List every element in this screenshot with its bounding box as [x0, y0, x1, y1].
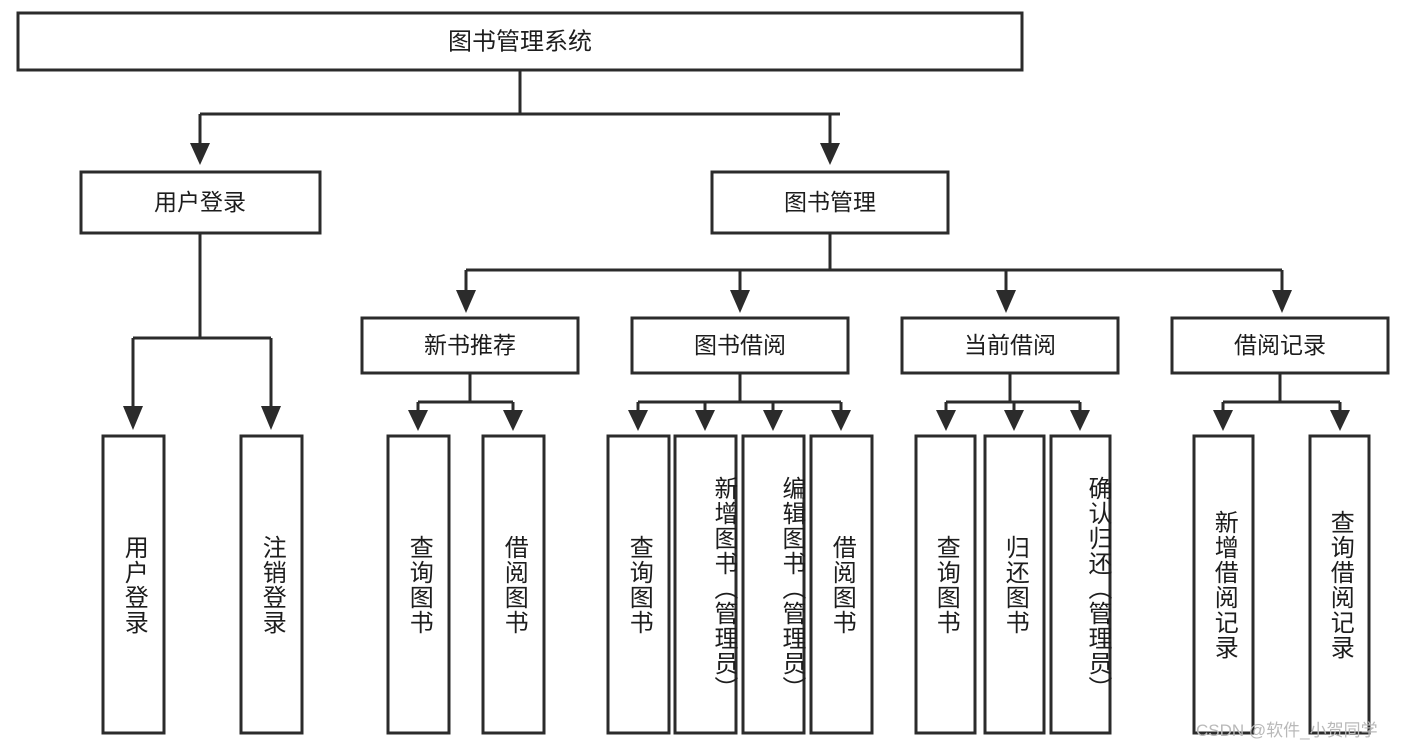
node-book-borrow-box[interactable]	[630, 316, 850, 375]
arrowhead-l3-4	[1272, 290, 1292, 313]
arrowhead-b3	[763, 410, 783, 431]
leaf-box-current-borrow-3[interactable]	[1049, 434, 1112, 735]
arrowhead-u1	[123, 406, 143, 430]
arrowhead-c2	[1004, 410, 1024, 431]
node-borrow-record-label: 借阅记录	[1234, 332, 1326, 358]
arrowhead-r2	[1330, 410, 1350, 431]
arrowhead-b2	[695, 410, 715, 431]
connector-currentborrow-to-leaves	[936, 373, 1090, 431]
node-book-management-label: 图书管理	[784, 189, 876, 215]
leaf-box-borrow-record-1[interactable]	[1192, 434, 1255, 735]
arrowhead-b4	[831, 410, 851, 431]
leaf-box-new-book-2[interactable]	[481, 434, 546, 735]
arrowhead-b1	[628, 410, 648, 431]
node-book-borrow-label: 图书借阅	[694, 332, 786, 358]
node-current-borrow-box[interactable]	[900, 316, 1120, 375]
node-current-borrow[interactable]: 当前借阅	[900, 316, 1120, 375]
leaf-box-borrow-record-2[interactable]	[1308, 434, 1371, 735]
node-root-box[interactable]	[16, 11, 1024, 72]
leaf-box-user-login-2[interactable]	[239, 434, 304, 735]
node-new-book-recommend-label: 新书推荐	[424, 332, 516, 358]
node-root[interactable]: 图书管理系统	[16, 11, 1024, 72]
node-book-management[interactable]: 图书管理	[710, 170, 950, 235]
node-book-management-box[interactable]	[710, 170, 950, 235]
node-root-label: 图书管理系统	[448, 28, 592, 55]
node-user-login[interactable]: 用户登录	[79, 170, 322, 235]
connector-borrowrecord-to-leaves	[1213, 373, 1350, 431]
connector-bookborrow-to-leaves	[628, 373, 851, 431]
arrowhead-n2	[503, 410, 523, 431]
arrowhead-l3-2	[730, 290, 750, 313]
arrowhead-n1	[408, 410, 428, 431]
node-book-borrow[interactable]: 图书借阅	[630, 316, 850, 375]
leaf-box-user-login-1[interactable]	[101, 434, 166, 735]
node-user-login-box[interactable]	[79, 170, 322, 235]
arrowhead-book-mgmt	[820, 143, 840, 165]
node-new-book-recommend-box[interactable]	[360, 316, 580, 375]
node-current-borrow-label: 当前借阅	[964, 332, 1056, 358]
node-borrow-record-box[interactable]	[1170, 316, 1390, 375]
connector-root-to-level2	[190, 70, 840, 165]
connector-userlogin-to-leaves	[123, 233, 281, 430]
arrowhead-r1	[1213, 410, 1233, 431]
connector-bookmgmt-to-level3	[456, 233, 1292, 313]
leaf-box-book-borrow-1[interactable]	[606, 434, 671, 735]
connector-newbook-to-leaves	[408, 373, 523, 431]
arrowhead-c1	[936, 410, 956, 431]
node-borrow-record[interactable]: 借阅记录	[1170, 316, 1390, 375]
arrowhead-c3	[1070, 410, 1090, 431]
leaf-box-book-borrow-4[interactable]	[809, 434, 874, 735]
arrowhead-l3-3	[996, 290, 1016, 313]
node-new-book-recommend[interactable]: 新书推荐	[360, 316, 580, 375]
leaf-box-current-borrow-2[interactable]	[983, 434, 1046, 735]
arrowhead-user-login	[190, 143, 210, 165]
node-user-login-label: 用户登录	[154, 189, 246, 215]
leaf-box-book-borrow-2[interactable]	[673, 434, 738, 735]
arrowhead-l3-1	[456, 290, 476, 313]
leaf-box-book-borrow-3[interactable]	[741, 434, 806, 735]
leaf-box-current-borrow-1[interactable]	[914, 434, 977, 735]
leaf-box-new-book-1[interactable]	[386, 434, 451, 735]
csdn-watermark: CSDN @软件_小贺同学	[1196, 721, 1378, 740]
arrowhead-u2	[261, 406, 281, 430]
